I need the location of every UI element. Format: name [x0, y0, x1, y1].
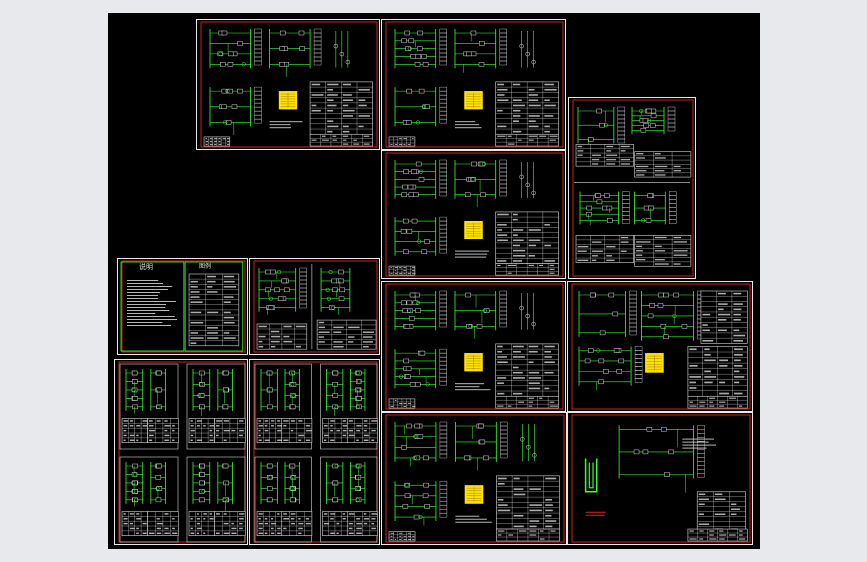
sheet-8[interactable] [567, 281, 753, 412]
cad-model-space[interactable]: 说明 图例 [108, 13, 760, 549]
sheet-2[interactable] [381, 19, 566, 150]
sheet-2-drawing [381, 19, 566, 150]
sheet-8-drawing [567, 281, 753, 412]
sheet-10-drawing [249, 359, 380, 545]
sheet-12[interactable] [567, 412, 753, 545]
sheet-9-drawing [114, 359, 248, 545]
legend-heading: 图例 [199, 263, 212, 270]
sheet-9[interactable] [114, 359, 248, 545]
sheet-4[interactable] [568, 97, 696, 279]
sheet-6-drawing [249, 258, 380, 355]
sheet-11-drawing [381, 412, 567, 545]
sheet-4-drawing [568, 97, 696, 279]
sheet-6[interactable] [249, 258, 380, 355]
sheet-7-drawing [381, 281, 566, 412]
sheet-12-drawing [567, 412, 753, 545]
sheet-5-notes-drawing [117, 258, 248, 355]
sheet-5-notes[interactable]: 说明 图例 [117, 258, 248, 355]
sheet-7[interactable] [381, 281, 566, 412]
sheet-10[interactable] [249, 359, 380, 545]
sheet-11[interactable] [381, 412, 567, 545]
sheet-1-drawing [196, 19, 380, 150]
sheet-3[interactable] [381, 150, 566, 279]
notes-heading: 说明 [139, 263, 153, 271]
sheet-1[interactable] [196, 19, 380, 150]
sheet-3-drawing [381, 150, 566, 279]
